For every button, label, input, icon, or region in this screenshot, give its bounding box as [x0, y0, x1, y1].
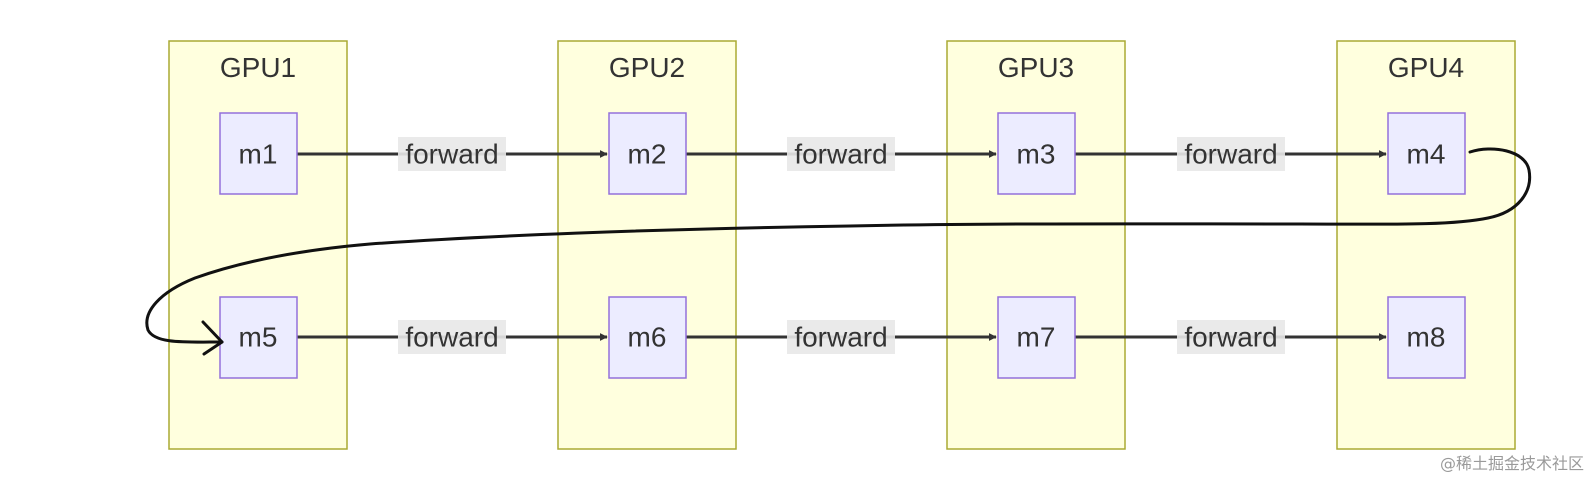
gpu-column-4: GPU4 — [1336, 40, 1516, 450]
gpu-label: GPU1 — [220, 52, 296, 83]
node-m1: m1 — [219, 112, 298, 195]
edge-label: forward — [405, 322, 498, 353]
node-m3: m3 — [997, 112, 1076, 195]
hand-drawn-arrow — [145, 147, 1532, 356]
gpu-column-2: GPU2 — [557, 40, 737, 450]
gpu-box — [946, 40, 1126, 450]
node-box — [1387, 296, 1466, 379]
hand-drawn-arrowhead — [201, 320, 224, 356]
edge-m1-m2: forward — [297, 137, 608, 171]
hand-drawn-curve — [145, 147, 1532, 344]
edge-label: forward — [1184, 139, 1277, 170]
gpu-label: GPU3 — [998, 52, 1074, 83]
gpu-label: GPU2 — [609, 52, 685, 83]
edge-m3-m4: forward — [1075, 137, 1387, 171]
node-label: m2 — [628, 139, 667, 170]
edge-label-bg — [787, 137, 895, 171]
node-label: m5 — [239, 322, 278, 353]
node-box — [219, 296, 298, 379]
gpu-column-1: GPU1 — [168, 40, 348, 450]
node-label: m3 — [1017, 139, 1056, 170]
edge-m5-m6: forward — [297, 320, 608, 354]
edge-m6-m7: forward — [686, 320, 997, 354]
edge-label: forward — [794, 139, 887, 170]
node-box — [997, 296, 1076, 379]
gpu-label: GPU4 — [1388, 52, 1464, 83]
node-label: m6 — [628, 322, 667, 353]
node-box — [608, 296, 687, 379]
gpu-box — [557, 40, 737, 450]
node-label: m8 — [1407, 322, 1446, 353]
edge-label-bg — [398, 137, 506, 171]
node-m7: m7 — [997, 296, 1076, 379]
edge-label: forward — [794, 322, 887, 353]
edge-label-bg — [787, 320, 895, 354]
gpu-box — [168, 40, 348, 450]
node-box — [1387, 112, 1466, 195]
edge-label: forward — [1184, 322, 1277, 353]
node-box — [608, 112, 687, 195]
edge-label: forward — [405, 139, 498, 170]
node-label: m7 — [1017, 322, 1056, 353]
gpu-box — [1336, 40, 1516, 450]
gpu-column-3: GPU3 — [946, 40, 1126, 450]
edge-label-bg — [398, 320, 506, 354]
watermark: @稀土掘金技术社区 — [1439, 454, 1584, 473]
edge-label-bg — [1177, 137, 1285, 171]
node-label: m1 — [239, 139, 278, 170]
node-m2: m2 — [608, 112, 687, 195]
node-m8: m8 — [1387, 296, 1466, 379]
node-m5: m5 — [219, 296, 298, 379]
node-m4: m4 — [1387, 112, 1466, 195]
node-m6: m6 — [608, 296, 687, 379]
edge-m7-m8: forward — [1075, 320, 1387, 354]
edge-label-bg — [1177, 320, 1285, 354]
node-box — [997, 112, 1076, 195]
edge-m2-m3: forward — [686, 137, 997, 171]
node-label: m4 — [1407, 139, 1446, 170]
node-box — [219, 112, 298, 195]
